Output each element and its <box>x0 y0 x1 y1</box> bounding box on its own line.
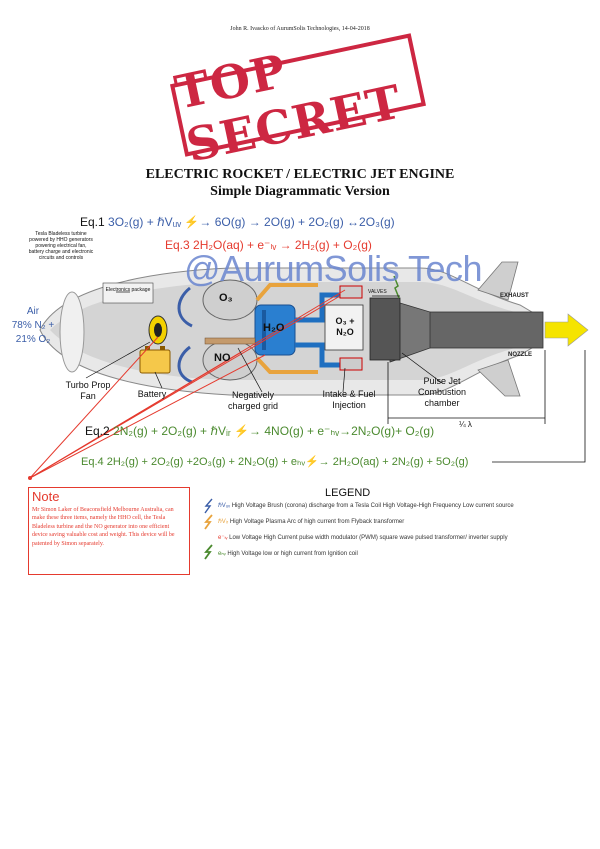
legend-item-4-symbol: eₕᵥ <box>218 551 226 557</box>
legend-item-2: ℏVᵢᵣ High Voltage Plasma Arc of high cur… <box>218 518 404 525</box>
combustion-chamber <box>369 297 401 361</box>
legend-bolt-1 <box>204 498 213 514</box>
legend-item-1-symbol: ℏVᵤᵥ <box>218 503 231 509</box>
equation-3: Eq.3 2H₂O(aq) + e⁻ₗᵥ → 2H₂(g) + O₂(g) <box>165 238 372 252</box>
h2o-label: H₂O <box>263 322 285 334</box>
diagram-subtitle: Simple Diagrammatic Version <box>210 184 390 199</box>
legend-item-2-text: High Voltage Plasma Arc of high current … <box>229 519 405 525</box>
negative-grid-label: Negatively charged grid <box>227 390 279 411</box>
no-label: NO <box>214 352 231 364</box>
battery-box <box>139 349 171 374</box>
legend-item-1-text: High Voltage Brush (corona) discharge fr… <box>231 503 514 509</box>
intake-injection-label: Intake & Fuel Injection <box>322 389 376 410</box>
bottom-fin <box>477 359 521 397</box>
note-text: Mr Simon Laker of Beaconsfield Melbourne… <box>32 507 175 547</box>
intake-nose <box>59 291 85 373</box>
legend-item-2-symbol: ℏVᵢᵣ <box>218 519 229 525</box>
valve-top <box>339 285 363 299</box>
tesla-turbine-label: Tesla Bladeless turbine powered by HHO g… <box>28 231 94 261</box>
equation-2-label: Eq.2 <box>85 424 110 438</box>
valve-bottom <box>339 357 363 371</box>
watermark: @AurumSolis Tech <box>184 248 483 289</box>
equation-1-text: 3O₂(g) + ℏVᵤᵥ ⚡→ 6O(g) → 2O(g) + 2O₂(g) … <box>108 215 395 229</box>
exhaust-label: EXHAUST <box>500 293 529 299</box>
equation-2-text: 2N₂(g) + 2O₂(g) + ℏVᵢᵣ ⚡→ 4NO(g) + e⁻ₕᵥ→… <box>113 424 435 438</box>
exhaust-arrow <box>544 313 589 347</box>
air-label-line-2: 78% N₂ + <box>11 320 55 331</box>
author-line: John R. Ivascko of AurumSolis Technologi… <box>230 26 370 32</box>
air-label-line-3: 21% O₂ <box>15 334 51 345</box>
valves-label: VALVES <box>368 289 387 295</box>
equation-1: Eq.1 3O₂(g) + ℏVᵤᵥ ⚡→ 6O(g) → 2O(g) + 2O… <box>80 215 395 229</box>
o3-label: O₃ <box>219 292 233 304</box>
note-title: Note <box>32 489 60 504</box>
negative-grid <box>204 337 256 345</box>
diagram-title: ELECTRIC ROCKET / ELECTRIC JET ENGINE <box>145 167 455 182</box>
legend-item-4: eₕᵥ High Voltage low or high current fro… <box>218 550 358 557</box>
legend-item-3-text: Low Voltage High Current pulse width mod… <box>229 535 508 541</box>
nozzle-tube <box>424 311 544 349</box>
pulse-jet-label: Pulse Jet Combustion chamber <box>417 376 467 408</box>
air-label: Air 78% N₂ + 21% O₂ <box>4 305 62 347</box>
equation-2: Eq.2 2N₂(g) + 2O₂(g) + ℏVᵢᵣ ⚡→ 4NO(g) + … <box>85 424 434 438</box>
quarter-lambda-label: ¼ λ <box>459 420 472 429</box>
electronics-label: Electronics package <box>105 287 151 293</box>
equation-4-text: 2H₂(g) + 2O₂(g) +2O₃(g) + 2N₂O(g) + eₕᵥ⚡… <box>106 456 469 468</box>
battery-label: Battery <box>137 389 167 399</box>
equation-1-label: Eq.1 <box>80 215 105 229</box>
legend-item-1: ℏVᵤᵥ High Voltage Brush (corona) dischar… <box>218 502 514 509</box>
legend-bolt-2 <box>204 514 213 530</box>
electronics-package-box <box>102 282 154 304</box>
equation-4: Eq.4 2H₂(g) + 2O₂(g) +2O₃(g) + 2N₂O(g) +… <box>81 455 468 468</box>
o3-n2o-chamber <box>324 304 364 351</box>
air-label-line-1: Air <box>26 306 40 317</box>
o3-n2o-label: O₃ + N₂O <box>335 316 355 337</box>
legend-bolt-4 <box>204 544 213 560</box>
note-box <box>28 487 190 575</box>
legend-item-4-text: High Voltage low or high current from Ig… <box>227 551 358 557</box>
turbo-prop-fan-label: Turbo Prop Fan <box>65 380 111 401</box>
equation-4-label: Eq.4 <box>81 456 104 468</box>
top-fin <box>477 261 519 301</box>
ignition-spark <box>393 275 400 299</box>
equation-3-label: Eq.3 <box>165 238 190 252</box>
legend-title: LEGEND <box>325 487 371 499</box>
legend-item-3: e⁻ₗᵥ Low Voltage High Current pulse widt… <box>218 534 508 541</box>
nozzle-label: NOZZLE <box>508 352 532 358</box>
legend-item-3-symbol: e⁻ₗᵥ <box>218 535 228 541</box>
equation-3-text: 2H₂O(aq) + e⁻ₗᵥ → 2H₂(g) + O₂(g) <box>193 238 372 252</box>
